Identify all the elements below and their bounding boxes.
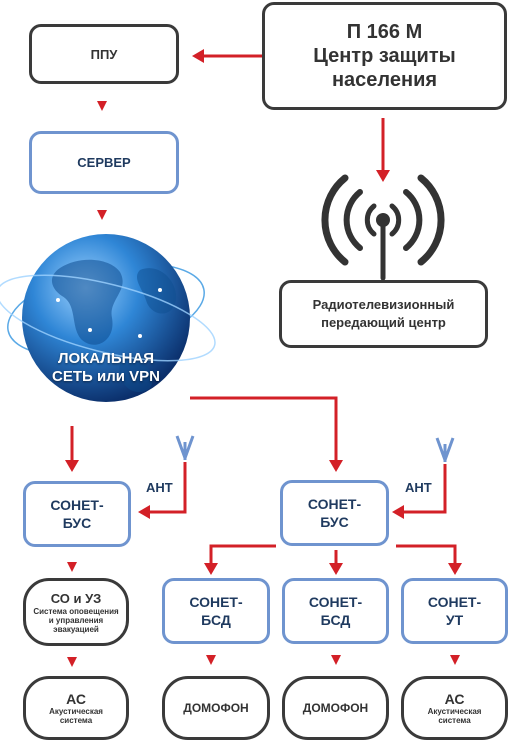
arrow-antenna-to-right-bus xyxy=(392,464,447,519)
sonet-ut-line2: УТ xyxy=(445,612,464,628)
sonet-bsd-line1: СОНЕТ- xyxy=(308,594,363,610)
antenna-label-left: АНТ xyxy=(146,480,173,495)
domofon-label: ДОМОФОН xyxy=(302,701,369,715)
arrow-co-uz-to-as xyxy=(67,657,77,667)
domofon-label: ДОМОФОН xyxy=(183,701,249,715)
rtpc-label-line1: Радиотелевизионный xyxy=(312,297,455,312)
center-box: П 166 М Центр защиты населения xyxy=(262,2,507,110)
antenna-icon xyxy=(435,437,455,462)
as-sub-line2: система xyxy=(438,716,471,725)
antenna-icon xyxy=(175,435,195,460)
center-title-line3: населения xyxy=(331,69,438,91)
arrow-antenna-to-left-bus xyxy=(138,462,187,519)
server-box: СЕРВЕР xyxy=(29,131,179,194)
as-title: АС xyxy=(444,691,465,707)
arrow-center-to-ppu xyxy=(192,49,262,63)
arrow-bus-to-bsd-left xyxy=(204,544,276,575)
as-sub-line2: система xyxy=(59,716,93,725)
arrow-center-to-tower xyxy=(376,118,390,182)
sonet-bus-line2: БУС xyxy=(62,515,92,531)
ppu-label: ППУ xyxy=(90,46,118,62)
co-uz-sub-line2: и управления xyxy=(48,615,104,625)
as-sub-line1: Акустическая xyxy=(49,707,103,716)
sonet-bus-left-box: СОНЕТ- БУС xyxy=(23,481,131,547)
sonet-bus-line1: СОНЕТ- xyxy=(307,496,362,512)
arrow-bus-to-co-uz xyxy=(67,562,77,572)
sonet-bus-right-box: СОНЕТ- БУС xyxy=(280,480,389,546)
as-title: АС xyxy=(66,691,86,707)
rtpc-label-line2: передающий центр xyxy=(321,315,446,330)
domofon-left-box: ДОМОФОН xyxy=(162,676,270,740)
co-uz-sub-line3: эвакуацией xyxy=(53,624,99,634)
as-box-right: АС Акустическая система xyxy=(401,676,508,740)
sonet-bsd-left-box: СОНЕТ- БСД xyxy=(162,578,270,644)
sonet-bus-line2: БУС xyxy=(320,514,349,530)
arrow-bsd-to-domofon-left xyxy=(206,655,216,665)
ppu-box: ППУ xyxy=(29,24,179,84)
center-title-line2: Центр защиты xyxy=(313,45,456,67)
co-uz-sub-line1: Система оповещения xyxy=(33,606,119,616)
center-title-line1: П 166 М xyxy=(346,21,423,43)
broadcast-tower-icon xyxy=(321,174,445,281)
sonet-ut-line1: СОНЕТ- xyxy=(427,594,482,610)
sonet-ut-box: СОНЕТ- УТ xyxy=(401,578,508,644)
arrow-ut-to-as xyxy=(450,655,460,665)
antenna-label-right: АНТ xyxy=(405,480,432,495)
co-uz-title: СО и УЗ xyxy=(50,590,102,606)
sonet-bsd-line2: БСД xyxy=(320,612,351,628)
as-sub-line1: Акустическая xyxy=(427,707,482,716)
co-uz-box: СО и УЗ Система оповещения и управления … xyxy=(23,578,129,646)
globe-label-line2: СЕТЬ или VPN xyxy=(52,368,160,385)
arrow-bsd-to-domofon-right xyxy=(331,655,341,665)
arrow-server-to-globe xyxy=(97,210,107,220)
sonet-bsd-line1: СОНЕТ- xyxy=(189,594,243,610)
globe-icon xyxy=(0,234,216,402)
sonet-bus-line1: СОНЕТ- xyxy=(50,497,104,513)
domofon-right-box: ДОМОФОН xyxy=(282,676,389,740)
sonet-bsd-right-box: СОНЕТ- БСД xyxy=(282,578,389,644)
rtpc-box: Радиотелевизионный передающий центр xyxy=(279,280,488,348)
server-label: СЕРВЕР xyxy=(77,155,131,170)
arrow-globe-to-right-bus xyxy=(190,396,343,472)
sonet-bsd-line2: БСД xyxy=(201,612,231,628)
arrow-ppu-to-server xyxy=(97,101,107,111)
as-box-left: АС Акустическая система xyxy=(23,676,129,740)
arrow-bus-to-bsd-right xyxy=(329,550,343,575)
globe-label-line1: ЛОКАЛЬНАЯ xyxy=(57,350,155,367)
arrow-bus-to-ut xyxy=(396,544,462,575)
arrow-globe-to-left-bus xyxy=(65,426,79,472)
